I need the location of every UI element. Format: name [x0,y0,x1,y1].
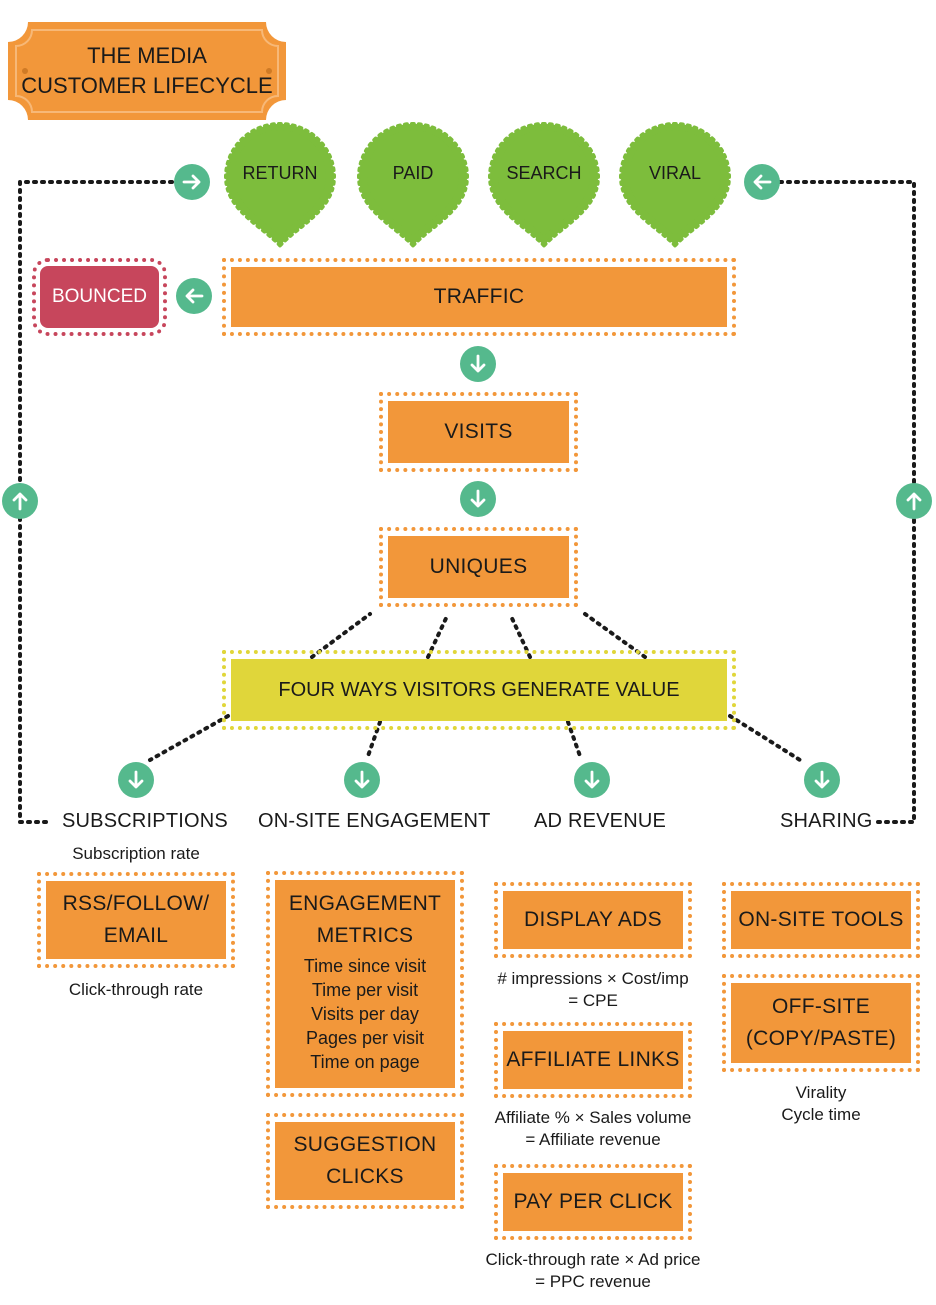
subscription-rate-note: Subscription rate [72,844,200,863]
affiliate-formula: Affiliate % × Sales volume = Affiliate r… [473,1107,713,1151]
sharing-notes: Virality Cycle time [731,1082,911,1126]
pay-per-click-label: PAY PER CLICK [513,1190,673,1213]
virality-note: Virality [795,1083,847,1102]
on-site-tools-label: ON-SITE TOOLS [738,908,904,931]
metric-item: Time per visit [311,980,419,1000]
bounced-label: BOUNCED [51,286,147,307]
title-line-1: THE MEDIA [87,43,207,68]
affiliate-formula-line-1: Affiliate % × Sales volume [494,1108,692,1127]
pin-return: RETURN [222,118,338,250]
arrow-left-icon [744,164,780,200]
display-formula-line-2: = CPE [568,991,618,1010]
affiliate-formula-line-2: = Affiliate revenue [525,1130,661,1149]
ppc-formula: Click-through rate × Ad price = PPC reve… [463,1249,723,1293]
visits-label: VISITS [444,420,513,443]
traffic-label: TRAFFIC [433,285,525,308]
suggestion-clicks-box: SUGGESTION CLICKS [266,1113,464,1209]
uniques-label: UNIQUES [429,555,528,578]
ad-revenue-heading: AD REVENUE [534,810,667,832]
pin-viral-label: VIRAL [648,162,702,183]
ppc-formula-line-1: Click-through rate × Ad price [485,1250,701,1269]
sharing-heading: SHARING [780,810,873,832]
arrow-right-icon [174,164,210,200]
pin-viral: VIRAL [617,118,733,250]
suggestion-line-2: CLICKS [326,1165,404,1188]
rss-follow-email-box: RSS/FOLLOW/ EMAIL [37,872,235,968]
ppc-formula-line-2: = PPC revenue [535,1272,651,1291]
on-site-tools-box: ON-SITE TOOLS [722,882,920,958]
affiliate-links-box: AFFILIATE LINKS [494,1022,692,1098]
arrow-down-icon [344,762,380,798]
arrow-down-icon [460,481,496,517]
engagement-title-1: ENGAGEMENT [288,892,442,915]
pin-search: SEARCH [486,118,602,250]
map-pin-icon [356,121,470,249]
cycle-time-note: Cycle time [781,1105,861,1124]
off-site-line-2: (COPY/PASTE) [745,1027,897,1050]
uniques-box: UNIQUES [379,527,578,607]
metric-item: Pages per visit [305,1028,425,1048]
value-box: FOUR WAYS VISITORS GENERATE VALUE [222,650,736,730]
title-banner: THE MEDIA CUSTOMER LIFECYCLE [8,22,286,120]
pin-paid: PAID [355,118,471,250]
bounced-box: BOUNCED [32,258,167,336]
click-through-note: Click-through rate [68,980,204,999]
pin-search-label: SEARCH [506,162,582,183]
affiliate-links-label: AFFILIATE LINKS [506,1048,680,1071]
metric-item: Time on page [310,1052,420,1072]
map-pin-icon [618,121,732,249]
off-site-box: OFF-SITE (COPY/PASTE) [722,974,920,1072]
off-site-line-1: OFF-SITE [771,995,871,1018]
rss-line-2: EMAIL [103,924,169,947]
pin-paid-label: PAID [392,162,434,183]
metric-item: Visits per day [311,1004,419,1024]
suggestion-line-1: SUGGESTION [293,1133,437,1156]
subscriptions-heading: SUBSCRIPTIONS [62,810,228,832]
rss-line-1: RSS/FOLLOW/ [62,892,210,915]
arrow-up-icon [896,483,932,519]
arrow-left-icon [176,278,212,314]
map-pin-icon [487,121,601,249]
visits-box: VISITS [379,392,578,472]
arrow-down-icon [574,762,610,798]
engagement-title-2: METRICS [316,924,414,947]
display-formula-line-1: # impressions × Cost/imp [497,969,689,988]
display-formula: # impressions × Cost/imp = CPE [473,968,713,1012]
map-pin-icon [223,121,337,249]
display-ads-box: DISPLAY ADS [494,882,692,958]
title-line-2: CUSTOMER LIFECYCLE [21,73,273,98]
arrow-down-icon [804,762,840,798]
value-label: FOUR WAYS VISITORS GENERATE VALUE [278,678,680,701]
arrow-down-icon [460,346,496,382]
arrow-up-icon [2,483,38,519]
banner-shape [8,22,286,120]
engagement-heading: ON-SITE ENGAGEMENT [258,810,491,832]
traffic-box: TRAFFIC [222,258,736,336]
pay-per-click-box: PAY PER CLICK [494,1164,692,1240]
arrow-down-icon [118,762,154,798]
display-ads-label: DISPLAY ADS [524,908,662,931]
pin-return-label: RETURN [242,162,318,183]
metric-item: Time since visit [303,956,427,976]
engagement-metrics-box: ENGAGEMENT METRICS Time since visit Time… [266,871,464,1097]
